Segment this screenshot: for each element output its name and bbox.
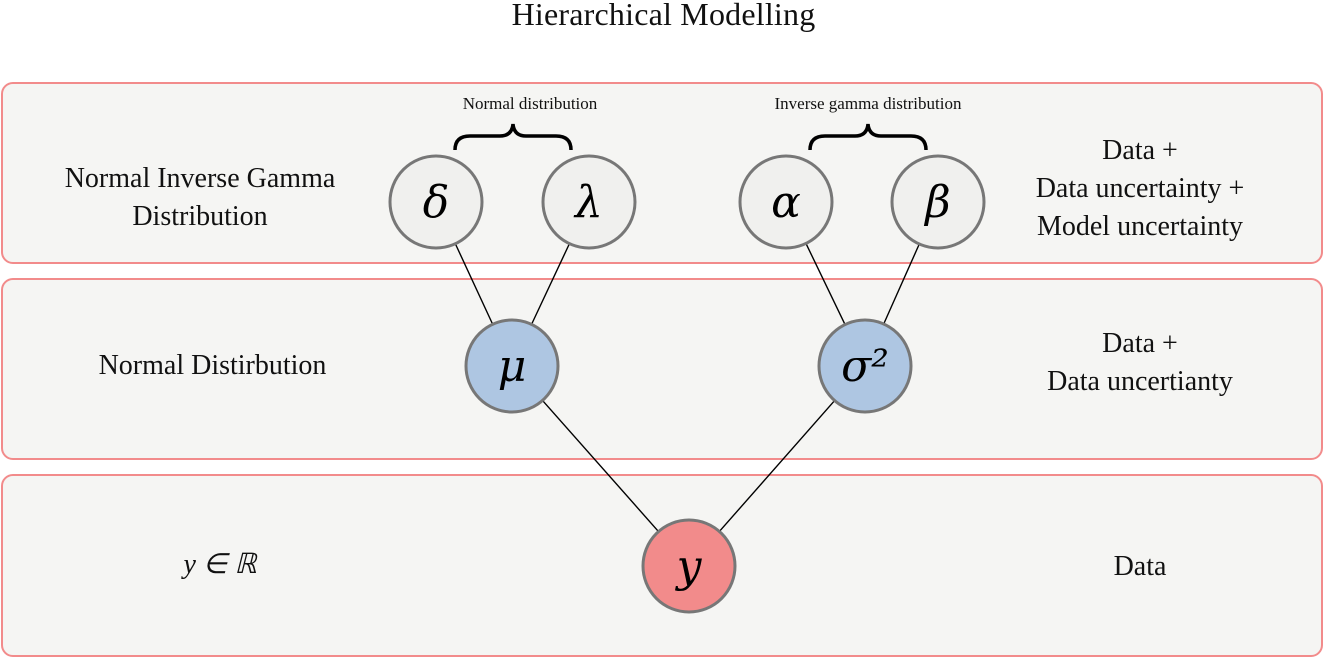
group-label-inverse-gamma: Inverse gamma distribution bbox=[774, 94, 962, 113]
level-1-left-label: Normal Inverse Gamma Distribution bbox=[64, 163, 336, 232]
node-alpha: α bbox=[738, 154, 834, 250]
node-y: y bbox=[641, 518, 737, 614]
node-circle bbox=[890, 154, 986, 250]
edge-sigma2-y bbox=[718, 400, 836, 532]
node-symbol: α bbox=[771, 177, 801, 228]
edge-delta-mu bbox=[454, 243, 494, 325]
node-circle bbox=[817, 318, 913, 414]
node-sigma2: σ² bbox=[817, 318, 913, 414]
edge-lambda-mu bbox=[530, 243, 571, 325]
node-symbol: δ bbox=[423, 177, 450, 228]
node-symbol: β bbox=[923, 177, 950, 228]
node-circle bbox=[738, 154, 834, 250]
level-1-right-label: Data + Data uncertainty + Model uncertai… bbox=[1035, 135, 1245, 242]
group-label-normal: Normal distribution bbox=[462, 94, 598, 113]
node-symbol: λ bbox=[573, 177, 603, 228]
node-symbol: y bbox=[675, 541, 703, 592]
node-beta: β bbox=[890, 154, 986, 250]
level-2-left-label: Normal Distirbution bbox=[98, 350, 327, 381]
node-lambda: λ bbox=[541, 154, 637, 250]
brace-normal-group bbox=[453, 123, 573, 151]
edge-beta-sigma2 bbox=[883, 243, 920, 325]
node-symbol: μ bbox=[498, 341, 527, 392]
node-circle bbox=[388, 154, 484, 250]
node-symbol: σ² bbox=[841, 341, 889, 392]
level-band-prior bbox=[1, 82, 1323, 264]
level-3-right-label: Data bbox=[1113, 551, 1167, 582]
level-3-left-label: y ∈ ℝ bbox=[183, 549, 257, 580]
node-circle bbox=[541, 154, 637, 250]
edge-alpha-sigma2 bbox=[805, 243, 846, 325]
level-2-right-label: Data + Data uncertianty bbox=[1047, 328, 1233, 397]
node-circle bbox=[464, 318, 560, 414]
node-delta: δ bbox=[388, 154, 484, 250]
node-circle bbox=[641, 518, 737, 614]
diagram-title: Hierarchical Modelling bbox=[511, 0, 816, 32]
edge-mu-y bbox=[541, 399, 660, 533]
brace-inverse-gamma-group bbox=[808, 123, 928, 151]
node-mu: μ bbox=[464, 318, 560, 414]
level-band-parameters bbox=[1, 278, 1323, 460]
